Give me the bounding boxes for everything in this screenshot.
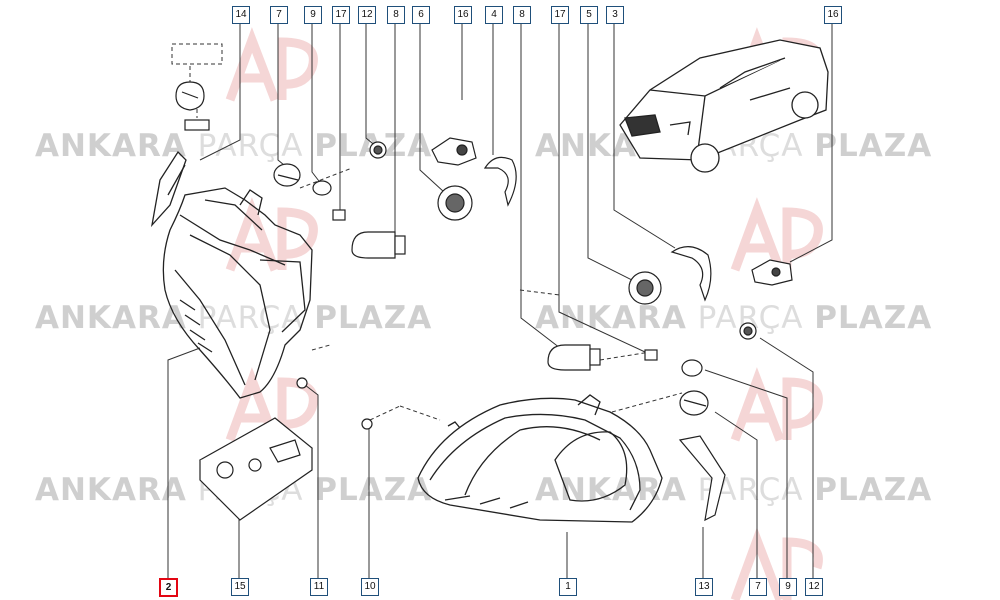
socket-12-right: [739, 322, 757, 340]
leader-line: [789, 23, 833, 263]
socket-17-top: [332, 209, 346, 221]
callout-1: 1: [559, 578, 577, 596]
leader-line: [365, 23, 379, 149]
bulb-9-top: [312, 180, 332, 196]
callout-14: 14: [232, 6, 250, 24]
callout-6: 6: [412, 6, 430, 24]
callout-16: 16: [824, 6, 842, 24]
socket-17-right: [644, 349, 658, 361]
callout-12: 12: [358, 6, 376, 24]
leader-line: [613, 23, 676, 249]
callout-5: 5: [580, 6, 598, 24]
callout-8: 8: [513, 6, 531, 24]
bulb-7-right: [679, 390, 709, 416]
headlight-assembly-right: [417, 394, 663, 523]
cap-5: [628, 271, 662, 305]
reflector-13: [678, 435, 726, 522]
leader-line: [704, 369, 788, 578]
callout-4: 4: [485, 6, 503, 24]
leader-line: [167, 347, 201, 578]
assembly-dashes: [171, 43, 683, 421]
callout-3: 3: [606, 6, 624, 24]
callout-7: 7: [749, 578, 767, 596]
callout-17: 17: [551, 6, 569, 24]
callout-17: 17: [332, 6, 350, 24]
leader-line: [520, 23, 561, 349]
callout-11: 11: [310, 578, 328, 596]
bulb-14: [175, 81, 210, 131]
bulb-16-top: [431, 137, 477, 166]
headlight-housing-left: [150, 150, 313, 399]
callout-10: 10: [361, 578, 379, 596]
leader-line: [419, 23, 445, 193]
leader-line: [714, 411, 758, 578]
bulb-9-right: [681, 359, 703, 377]
callout-9: 9: [779, 578, 797, 596]
callout-12: 12: [805, 578, 823, 596]
screw-11: [296, 377, 308, 389]
socket-12-top: [369, 141, 387, 159]
leader-line: [558, 23, 646, 353]
bulb-kit-15: [199, 417, 313, 521]
callout-16: 16: [454, 6, 472, 24]
callout-8: 8: [387, 6, 405, 24]
clip-3: [670, 246, 712, 302]
leader-line: [311, 23, 323, 186]
car-illustration: [619, 39, 829, 173]
callout-13: 13: [695, 578, 713, 596]
bulb-8-right: [547, 344, 601, 371]
callout-15: 15: [231, 578, 249, 596]
leader-line: [304, 384, 319, 578]
callout-2-highlighted[interactable]: 2: [159, 578, 178, 597]
leader-line: [759, 337, 814, 578]
leader-line: [199, 23, 241, 161]
bulb-7-top: [273, 163, 301, 187]
bulb-16-right: [751, 259, 793, 286]
leader-line: [587, 23, 637, 283]
cap-6: [437, 185, 473, 221]
clip-4: [483, 156, 517, 207]
callout-9: 9: [304, 6, 322, 24]
bulb-8-top: [351, 231, 406, 259]
callout-7: 7: [270, 6, 288, 24]
screw-10: [361, 418, 373, 430]
